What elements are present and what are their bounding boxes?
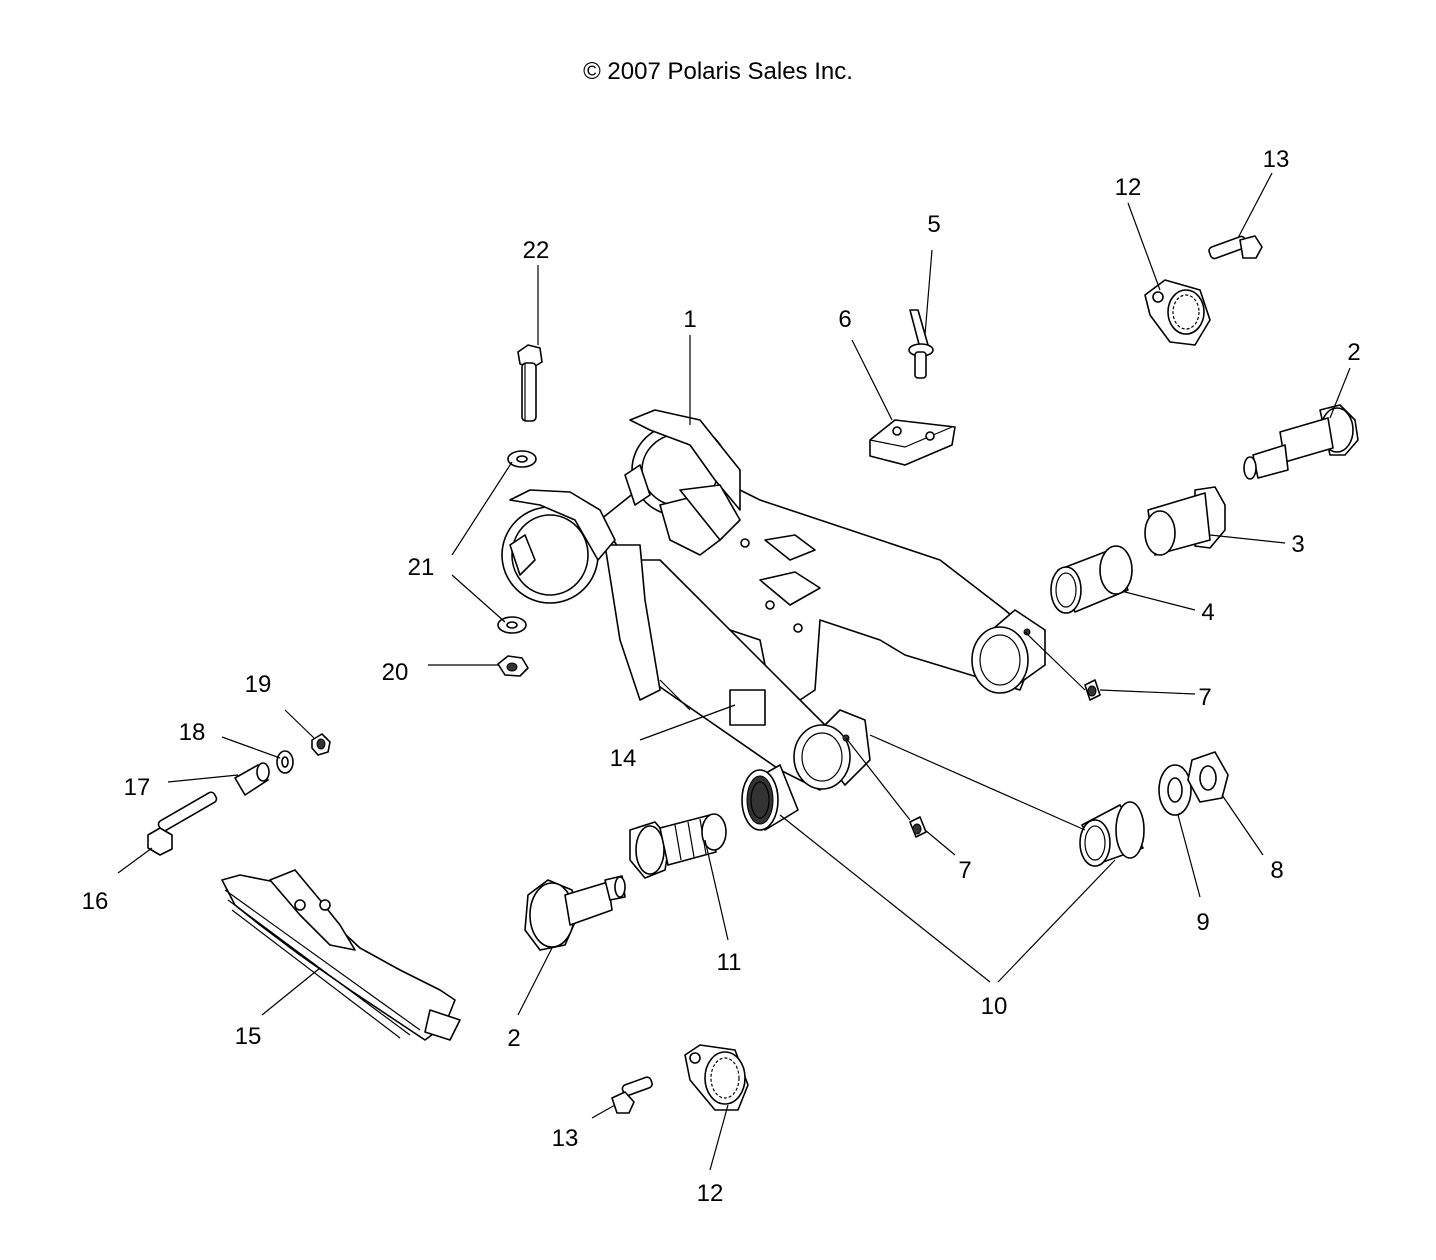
- callout-16: 16: [82, 888, 109, 915]
- callout-2-right: 2: [1347, 339, 1360, 366]
- callout-18: 18: [179, 719, 206, 746]
- callout-9: 9: [1196, 909, 1209, 936]
- adjuster-11: [629, 813, 727, 879]
- washer-21-upper: [507, 450, 537, 468]
- guard-15: [221, 869, 461, 1041]
- washer-18: [276, 750, 294, 774]
- swingarm: [501, 409, 1046, 791]
- callout-8: 8: [1270, 857, 1283, 884]
- callout-6: 6: [838, 306, 851, 333]
- callout-15: 15: [235, 1023, 262, 1050]
- bolt-16: [147, 791, 218, 856]
- spacer-17: [234, 762, 270, 796]
- callout-20: 20: [382, 659, 409, 686]
- bushing-4: [1050, 545, 1133, 614]
- copyright-text: © 2007 Polaris Sales Inc.: [583, 58, 853, 85]
- bolt-13-bottom: [611, 1076, 653, 1114]
- callout-13-top: 13: [1263, 146, 1290, 173]
- callout-4: 4: [1201, 599, 1214, 626]
- bushing-10-right: [1079, 801, 1145, 867]
- callout-12-top: 12: [1115, 174, 1142, 201]
- pivot-shaft-2-right: [1243, 404, 1359, 480]
- locking-plate-12-top: [1144, 279, 1211, 346]
- callout-14: 14: [610, 745, 637, 772]
- callout-22: 22: [523, 237, 550, 264]
- bushing-10-left: [741, 764, 799, 831]
- callout-1: 1: [683, 306, 696, 333]
- adjuster-3: [1144, 486, 1226, 556]
- grease-fitting-7-lower: [909, 816, 927, 838]
- callout-7-lower: 7: [958, 857, 971, 884]
- leader-lines: [117, 172, 1351, 1171]
- grease-fitting-7-upper: [1084, 679, 1101, 701]
- callout-13-bottom: 13: [552, 1125, 579, 1152]
- plate-6: [869, 419, 956, 466]
- callout-labels: 1 2 2 3 4 5 6 7 7 8 9 10 11 12 12 13 13 …: [82, 146, 1361, 1207]
- callout-2-left: 2: [507, 1025, 520, 1052]
- bolt-22: [517, 344, 543, 422]
- washer-21-lower: [497, 616, 527, 634]
- callout-19: 19: [245, 671, 272, 698]
- callout-11: 11: [717, 949, 742, 976]
- callout-12-bottom: 12: [697, 1180, 724, 1207]
- callout-21: 21: [408, 554, 435, 581]
- rivet-5: [908, 309, 934, 379]
- nut-19: [311, 733, 331, 756]
- bolt-13-top: [1208, 235, 1263, 260]
- washer-9: [1158, 764, 1192, 816]
- callout-5: 5: [927, 211, 940, 238]
- nut-8: [1187, 751, 1229, 803]
- callout-7-upper: 7: [1198, 684, 1211, 711]
- pivot-shaft-2-left: [524, 875, 626, 951]
- callout-10: 10: [981, 993, 1008, 1020]
- nut-20: [497, 655, 529, 677]
- locking-plate-12-bottom: [684, 1044, 749, 1111]
- callout-17: 17: [124, 774, 151, 801]
- callout-3: 3: [1291, 531, 1304, 558]
